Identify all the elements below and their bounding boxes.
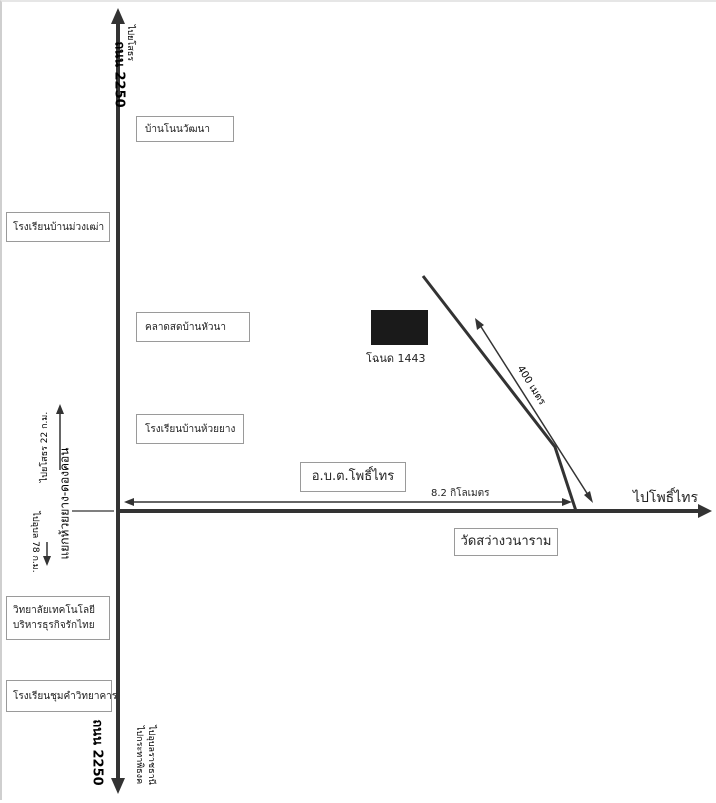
direction-east: ไปโพธิ์ไทร — [633, 490, 699, 506]
place-school-ban-huai-yang: โรงเรียนบ้านห้วยยาง — [136, 414, 244, 444]
distance-arrow-main-left-head — [124, 498, 134, 506]
distance-arrow-branch-top-head — [475, 318, 484, 330]
distance-main-label: 8.2 กิโลเมตร — [431, 488, 490, 499]
place-temple: วัดสว่างวนาราม — [454, 528, 558, 556]
road-label-bottom: ถนน 2250 — [89, 719, 105, 786]
north-arrowhead — [111, 8, 125, 24]
distance-arrow-branch-bottom-head — [584, 491, 593, 503]
college-line-2: บริหารธุรกิจรักไทย — [13, 620, 95, 631]
junction-to-yasothon: ไปยโสธร 22 ก.ม. — [40, 411, 50, 483]
place-school-chum-kham: โรงเรียนชุมคำวิทยาคาร — [6, 680, 117, 712]
place-school-ban-muang-lao: โรงเรียนบ้านม่วงเฒ่า — [6, 212, 110, 242]
branch-road — [421, 275, 578, 512]
junction-to-ubon: ไปอุบล 78 ก.ม. — [30, 511, 40, 573]
parcel-label: โฉนด 1443 — [366, 352, 426, 365]
junction-arrow-south-head — [43, 556, 51, 566]
east-arrowhead — [698, 504, 712, 518]
south-arrowhead — [111, 778, 125, 794]
place-market-ban-hua-na: คลาดสดบ้านหัวนา — [136, 312, 250, 342]
distance-arrow-main-right-head — [562, 498, 572, 506]
place-district-office: อ.บ.ต.โพธิ์ไทร — [300, 462, 406, 492]
parcel-1443-block — [371, 310, 428, 345]
distance-arrow-branch — [477, 321, 591, 499]
direction-south-2: ไปอุบลราชธานี — [146, 725, 156, 785]
junction-arrow-north-head — [56, 404, 64, 414]
place-college: วิทยาลัยเทคโนโลยี บริหารธุรกิจรักไทย — [6, 596, 110, 640]
place-ban-non-watthana: บ้านโนนวัฒนา — [136, 116, 234, 142]
college-line-1: วิทยาลัยเทคโนโลยี — [13, 605, 95, 616]
junction-name: แยกห้วยยาง-ดองคอน — [57, 447, 72, 560]
direction-north: ไปยโสธร — [125, 24, 135, 62]
